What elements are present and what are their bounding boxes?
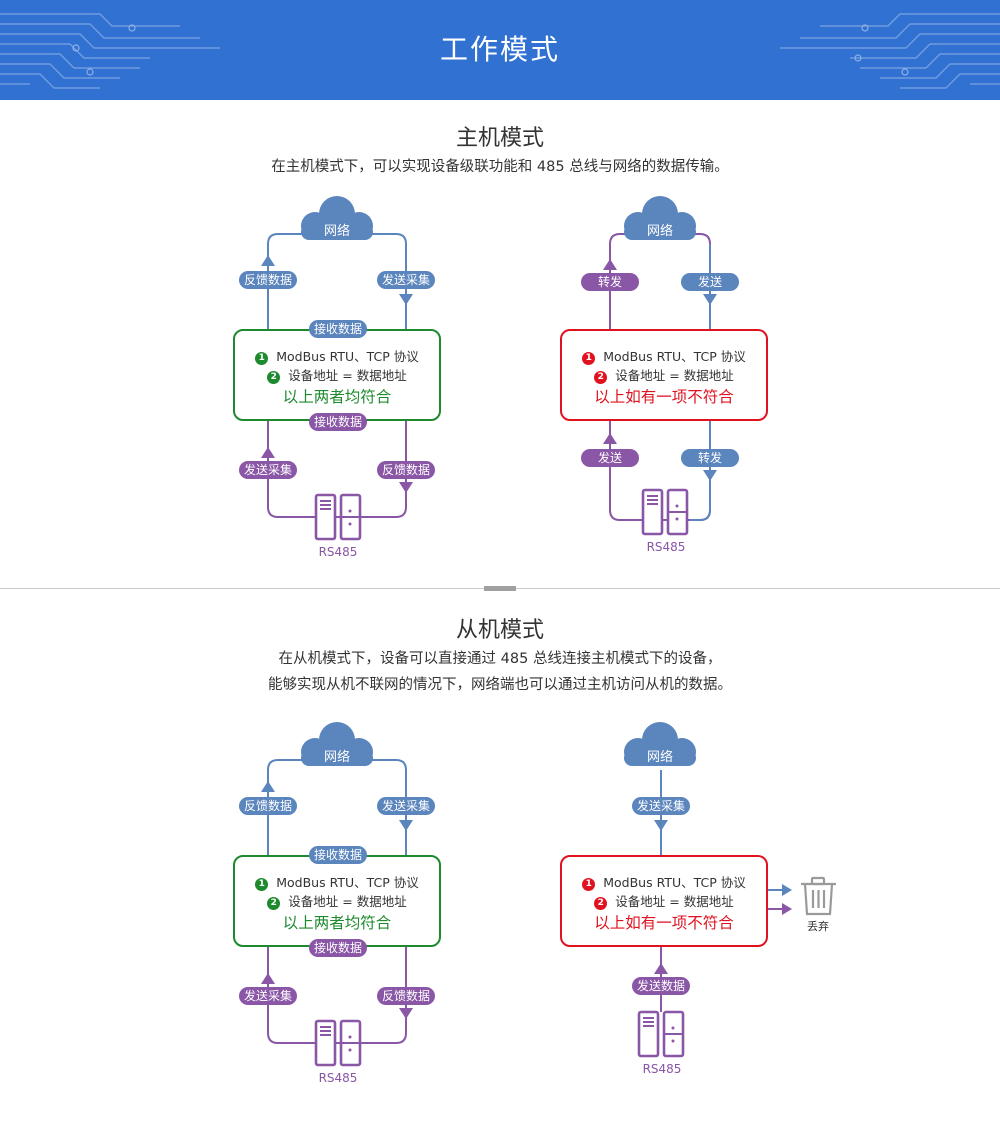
number-two-icon: 2	[594, 371, 608, 384]
match-result: 以上两者均符合	[282, 388, 392, 406]
feedback-data-pill: 反馈数据	[377, 461, 435, 479]
number-one-icon: 1	[582, 352, 596, 365]
master-mode-description: 在主机模式下，可以实现设备级联功能和 485 总线与网络的数据传输。	[271, 159, 729, 175]
feedback-data-pill: 反馈数据	[377, 987, 435, 1005]
rs485-label: RS485	[318, 545, 358, 559]
send-collect-pill: 发送采集	[377, 271, 435, 289]
rs485-label: RS485	[318, 1071, 358, 1085]
number-two-icon: 2	[267, 371, 281, 384]
receive-data-pill: 接收数据	[309, 939, 367, 957]
network-cloud-label: 网络	[646, 224, 673, 239]
slave-mode-description-line2: 能够实现从机不联网的情况下，网络端也可以通过主机访问从机的数据。	[268, 677, 732, 693]
trash-icon	[800, 876, 838, 916]
match-result: 以上两者均符合	[282, 914, 392, 932]
slave-mode-title: 从机模式	[455, 618, 544, 643]
number-one-icon: 1	[255, 878, 269, 891]
header-banner: 工作模式	[0, 0, 1000, 100]
send-pill: 发送	[581, 449, 639, 467]
page-title: 工作模式	[439, 33, 560, 66]
network-cloud-label: 网络	[323, 224, 350, 239]
send-data-pill: 发送数据	[632, 977, 690, 995]
send-collect-pill: 发送采集	[377, 797, 435, 815]
receive-data-pill: 接收数据	[309, 320, 367, 338]
feedback-data-pill: 反馈数据	[239, 271, 297, 289]
slave-mode-description-line1: 在从机模式下，设备可以直接通过 485 总线连接主机模式下的设备，	[278, 651, 722, 667]
send-collect-pill: 发送采集	[239, 461, 297, 479]
send-collect-pill: 发送采集	[632, 797, 690, 815]
number-two-icon: 2	[267, 897, 281, 910]
forward-pill: 转发	[581, 273, 639, 291]
receive-data-pill: 接收数据	[309, 846, 367, 864]
rs485-label: RS485	[642, 1062, 682, 1076]
network-cloud-label: 网络	[646, 750, 673, 765]
feedback-data-pill: 反馈数据	[239, 797, 297, 815]
circuit-decoration-right	[780, 13, 1000, 89]
send-pill: 发送	[681, 273, 739, 291]
master-mode-title: 主机模式	[455, 126, 544, 151]
number-one-icon: 1	[255, 352, 269, 365]
circuit-decoration-left	[0, 13, 220, 89]
network-cloud-label: 网络	[323, 750, 350, 765]
mismatch-result: 以上如有一项不符合	[594, 914, 734, 932]
number-one-icon: 1	[582, 878, 596, 891]
send-collect-pill: 发送采集	[239, 987, 297, 1005]
receive-data-pill: 接收数据	[309, 413, 367, 431]
mismatch-result: 以上如有一项不符合	[594, 388, 734, 406]
section-divider-handle	[484, 586, 516, 591]
forward-pill: 转发	[681, 449, 739, 467]
discard-label: 丢弃	[807, 920, 829, 933]
rs485-label: RS485	[646, 540, 686, 554]
number-two-icon: 2	[594, 897, 608, 910]
